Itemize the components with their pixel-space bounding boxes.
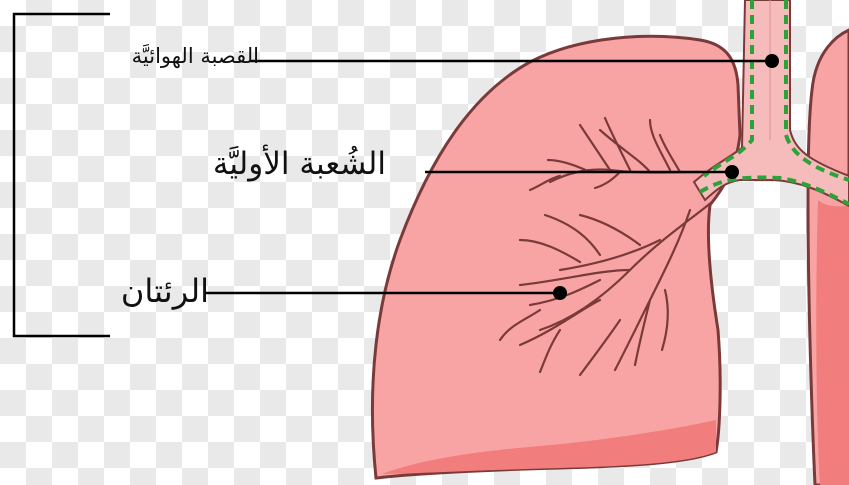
left-lung — [372, 36, 740, 478]
bracket — [14, 14, 110, 336]
lungs-pointer-dot — [553, 286, 567, 300]
trachea-label: القصبة الهوائيَّة — [132, 44, 259, 68]
trachea-pointer-dot — [765, 54, 779, 68]
primary-bronchus-label: الشُعبة الأوليَّة — [213, 146, 386, 182]
left-lung-outline — [372, 36, 740, 478]
lungs-label: الرئتان — [121, 272, 209, 310]
right-lung — [808, 30, 849, 485]
bronchus-pointer-dot — [725, 165, 739, 179]
